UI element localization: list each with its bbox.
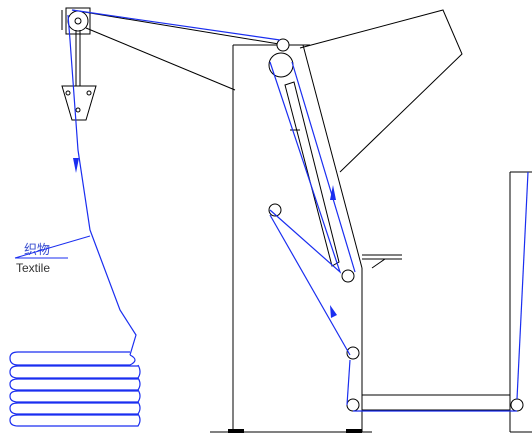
hanging-weight-block xyxy=(61,30,97,121)
feed-table-hopper xyxy=(299,9,463,173)
folded-fabric-stack xyxy=(9,351,141,427)
fabric-label-en: Textile xyxy=(16,261,50,275)
top-pulley xyxy=(61,7,91,35)
right-cabinet xyxy=(362,171,532,433)
arrow-up-icon xyxy=(330,305,337,318)
direction-arrows xyxy=(73,158,337,318)
arrow-down-icon xyxy=(73,158,79,173)
fabric-label-cn: 织物 xyxy=(24,243,50,258)
fabric-path xyxy=(67,9,529,412)
side-shelf xyxy=(362,254,402,269)
inspection-plate xyxy=(284,81,340,267)
fabric-label: 织物 Textile xyxy=(14,235,91,275)
machine-feet xyxy=(228,429,362,433)
main-frame xyxy=(71,9,372,433)
arrow-up-icon xyxy=(330,185,336,200)
guide-rollers xyxy=(268,203,524,412)
